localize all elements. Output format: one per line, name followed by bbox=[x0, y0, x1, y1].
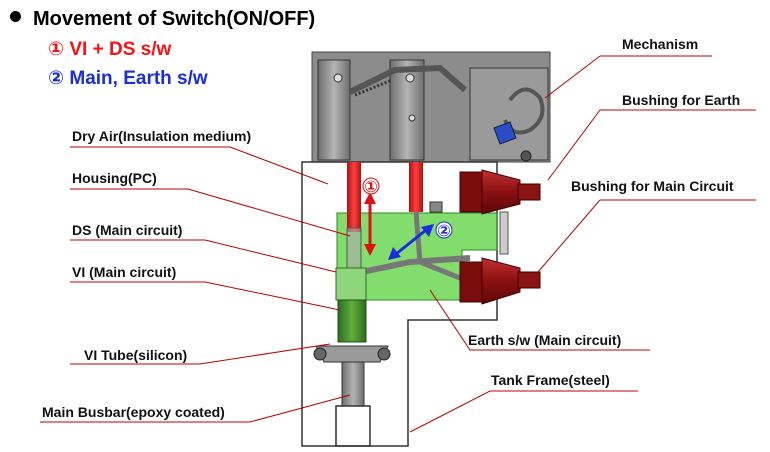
label-vi: VI (Main circuit) bbox=[72, 264, 177, 280]
vi-body bbox=[335, 267, 367, 301]
arrow-vi-ds bbox=[364, 192, 376, 256]
label-vi-tube: VI Tube(silicon) bbox=[84, 347, 188, 363]
subtitle-main-earth: ② Main, Earth s/w bbox=[48, 68, 208, 89]
marker-circle-2 bbox=[435, 221, 453, 239]
bushing-earth bbox=[459, 169, 541, 255]
label-tank-frame: Tank Frame(steel) bbox=[491, 372, 610, 388]
label-dry-air: Dry Air(Insulation medium) bbox=[72, 128, 252, 144]
leader-lines bbox=[40, 55, 756, 433]
title-text: Movement of Switch(ON/OFF) bbox=[33, 8, 316, 30]
label-ds: DS (Main circuit) bbox=[72, 222, 183, 238]
subtitle-vi-ds: ① VI + DS s/w bbox=[48, 39, 172, 60]
label-bushing-main: Bushing for Main Circuit bbox=[571, 178, 734, 194]
label-earth-sw: Earth s/w (Main circuit) bbox=[468, 332, 622, 348]
mechanism-assembly bbox=[311, 51, 551, 163]
marker-2: ② bbox=[437, 221, 451, 240]
label-main-busbar: Main Busbar(epoxy coated) bbox=[42, 404, 225, 420]
red-rod-left bbox=[347, 162, 361, 232]
marker-1: ① bbox=[364, 177, 378, 196]
marker-circle-1 bbox=[362, 177, 380, 195]
bushing-main bbox=[459, 257, 541, 305]
bullet-icon bbox=[10, 11, 21, 22]
busbar-assembly bbox=[313, 345, 391, 447]
label-housing: Housing(PC) bbox=[72, 170, 157, 186]
label-mechanism: Mechanism bbox=[622, 36, 699, 52]
red-rod-right bbox=[409, 162, 423, 212]
arrow-main-earth bbox=[388, 224, 434, 260]
vi-tube bbox=[337, 299, 367, 343]
label-bushing-earth: Bushing for Earth bbox=[622, 92, 741, 108]
page-title: Movement of Switch(ON/OFF) bbox=[10, 8, 315, 31]
